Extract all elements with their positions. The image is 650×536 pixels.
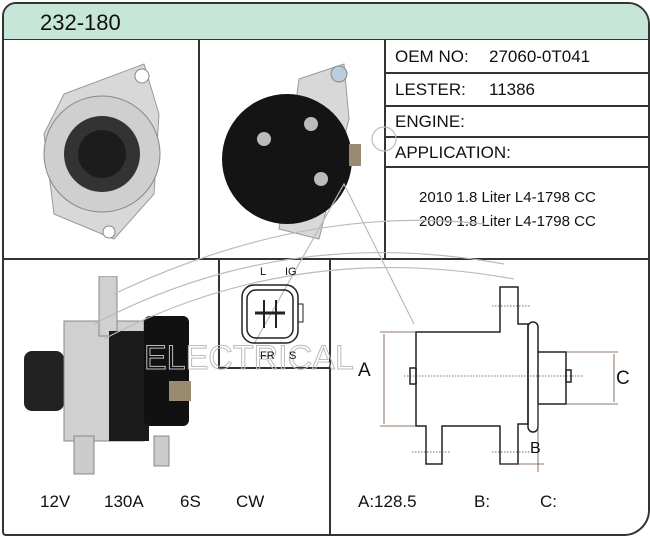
dim-b-label: B [530,440,541,457]
amperage: 130A [104,492,144,511]
engine-label: ENGINE: [395,112,465,131]
alternator-front-photo [43,63,161,240]
dim-b-value: B: [474,492,491,511]
lester-value: 11386 [489,80,536,99]
pin-l: L [260,266,267,278]
pin-fr: FR [260,350,275,362]
pulley: 6S [180,492,201,511]
header: 232-180 [4,4,648,40]
dim-c-value: C: [540,492,557,511]
dim-c-label: C [616,368,630,389]
watermark-logo: ELECTRICAL [93,126,515,378]
oem-label: OEM NO: [395,47,469,66]
divider [384,72,648,74]
application-label: APPLICATION: [395,143,511,162]
divider [384,136,648,138]
application-item: 2010 1.8 Liter L4-1798 CC [419,189,596,206]
voltage: 12V [40,492,71,511]
alternator-side-photo [24,276,191,475]
part-number: 232-180 [40,10,121,35]
watermark-text: ELECTRICAL [144,339,354,377]
rotation: CW [236,492,265,511]
divider [384,166,648,168]
oem-value: 27060-0T041 [489,47,591,66]
connector-diagram [241,284,304,344]
pin-s: S [289,350,297,362]
dim-a-value: A:128.5 [358,492,417,511]
dim-a-label: A [358,360,371,381]
application-item: 2009 1.8 Liter L4-1798 CC [419,213,596,230]
divider [218,367,329,369]
pin-ig: IG [285,266,297,278]
alternator-rear-photo [222,63,361,240]
lester-label: LESTER: [395,80,466,99]
dimension-diagram [380,286,618,472]
divider [384,39,386,258]
divider [329,258,331,534]
divider [384,105,648,107]
divider [4,258,648,260]
divider [218,258,220,368]
divider [198,39,200,258]
